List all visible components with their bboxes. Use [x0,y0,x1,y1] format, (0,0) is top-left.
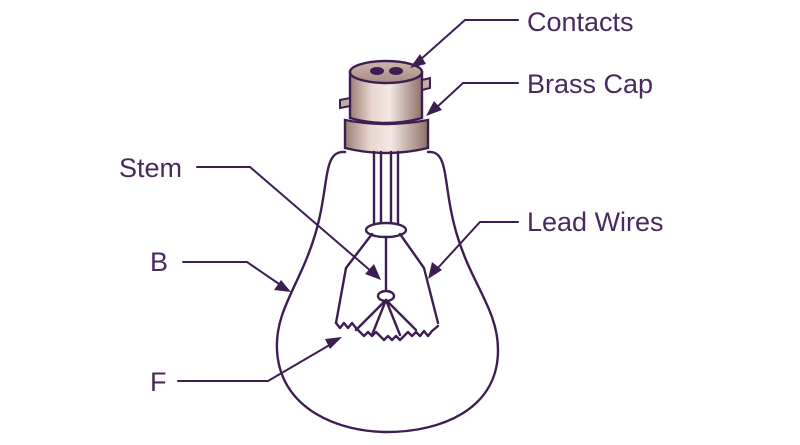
bayonet-pin-right [421,76,431,92]
lead-wires [334,232,440,325]
glass-bulb [275,150,500,434]
leader-lead-wires [428,221,519,279]
leader-filament [177,337,342,382]
filament [334,321,440,342]
brass-cap-top-face [348,59,424,85]
brass-cap-top [348,70,424,125]
contact-left [370,67,384,75]
stem-tube [372,150,400,232]
leader-bulb [182,261,291,292]
label-lead-wires: Lead Wires [527,207,664,237]
bayonet-pin-left [339,96,351,110]
label-bulb: B [150,247,168,277]
leader-stem [196,166,381,280]
filament-supports [354,298,418,337]
brass-cap-collar [343,118,430,155]
leader-contacts [410,19,519,68]
contact-right [389,67,403,75]
label-filament: F [150,367,167,397]
leader-brass-cap [426,82,519,116]
label-brass-cap: Brass Cap [527,69,653,99]
label-stem: Stem [119,153,182,183]
label-contacts: Contacts [527,7,634,37]
